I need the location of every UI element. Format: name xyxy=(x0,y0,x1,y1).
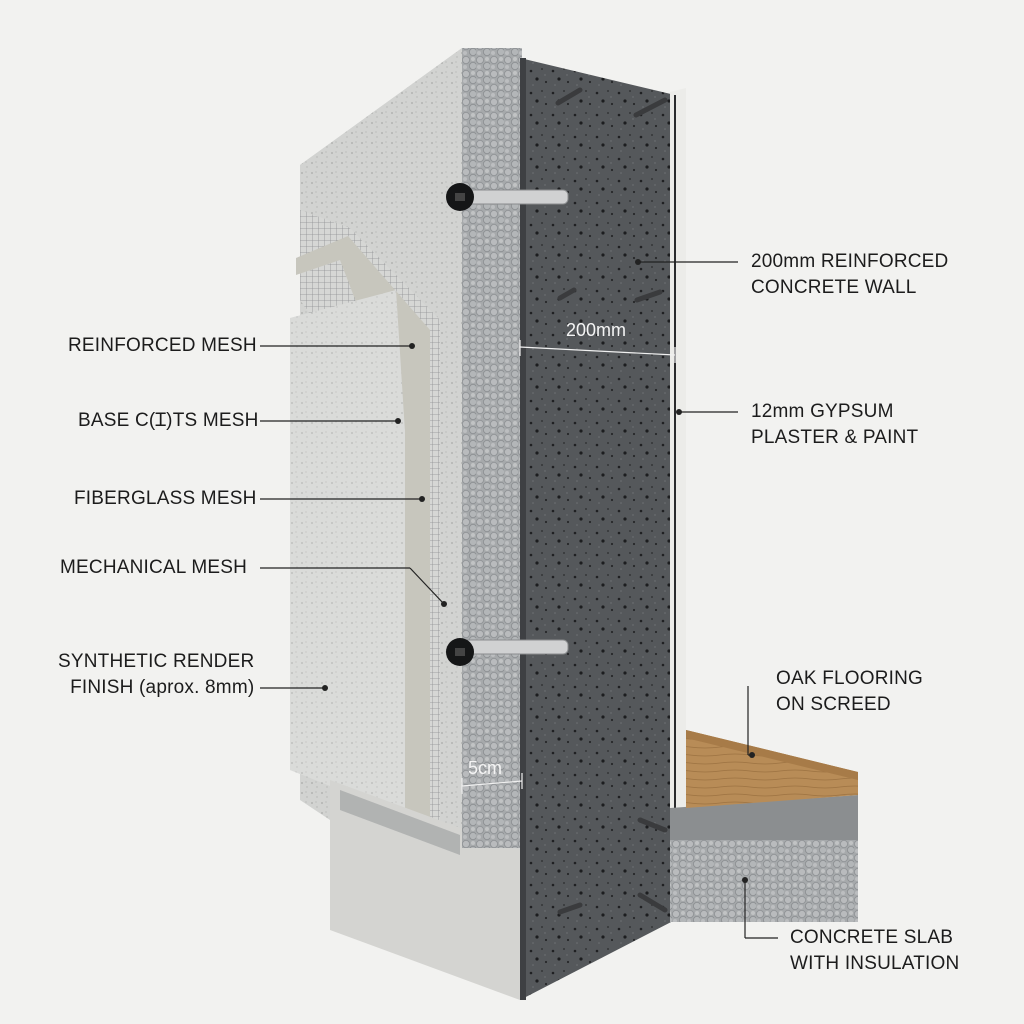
dimension-label-200mm: 200mm xyxy=(566,320,627,340)
label-synthetic-render: SYNTHETIC RENDER FINISH (aprox. 8mm) xyxy=(58,651,255,698)
anchor-top xyxy=(446,183,569,211)
label-base-coats-mesh: BASE C(Ɪ)TS MESH xyxy=(78,410,259,431)
insulation-layer xyxy=(462,48,522,848)
leader-dots xyxy=(322,259,755,883)
gypsum-plaster xyxy=(670,88,686,814)
concrete-slab xyxy=(670,840,858,922)
label-reinforced-mesh: REINFORCED MESH xyxy=(68,335,257,356)
dimension-5cm xyxy=(461,773,523,794)
rebar xyxy=(555,87,668,915)
oak-floor xyxy=(686,730,858,808)
label-mechanical-mesh: MECHANICAL MESH xyxy=(60,557,248,578)
label-fiberglass-mesh: FIBERGLASS MESH xyxy=(74,488,257,509)
label-concrete-wall: 200mm REINFORCED CONCRETE WALL xyxy=(751,251,949,298)
label-gypsum-plaster: 12mm GYPSUM PLASTER & PAINT xyxy=(751,401,919,448)
dimension-label-5cm: 5cm xyxy=(468,758,503,778)
concrete-wall xyxy=(520,58,675,1000)
label-concrete-slab: CONCRETE SLAB WITH INSULATION xyxy=(790,927,960,974)
dimension-200mm xyxy=(519,340,676,363)
anchor-bottom xyxy=(446,638,569,666)
label-oak-flooring: OAK FLOORING ON SCREED xyxy=(776,668,924,715)
screed xyxy=(670,795,858,840)
